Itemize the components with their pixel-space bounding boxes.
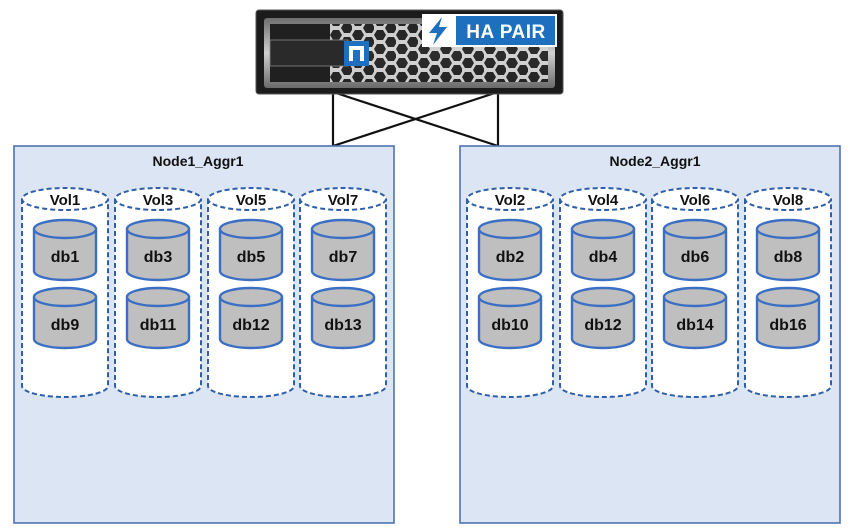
database-label: db8 [774, 249, 803, 266]
database-cylinder: db8 [755, 218, 821, 282]
database-label: db9 [51, 317, 80, 334]
storage-controller: HA PAIR [255, 9, 564, 95]
volume-label: Vol2 [495, 192, 526, 209]
database-cylinder: db12 [218, 286, 284, 350]
volume-cylinder: Vol5 db5 db12 [207, 187, 295, 398]
database-label: db10 [491, 317, 528, 334]
volume-label: Vol4 [588, 192, 619, 209]
connection-lines [331, 90, 500, 148]
database-cylinder: db2 [477, 218, 543, 282]
database-cylinder: db1 [32, 218, 98, 282]
database-label: db16 [769, 317, 806, 334]
database-cylinder: db6 [662, 218, 728, 282]
database-cylinder: db10 [477, 286, 543, 350]
lightning-bolt-icon [429, 17, 447, 45]
volume-label: Vol5 [236, 192, 267, 209]
database-cylinder: db7 [310, 218, 376, 282]
database-cylinder: db3 [125, 218, 191, 282]
volume-cylinder: Vol6 db6 db14 [651, 187, 739, 398]
volume-cylinder: Vol8 db8 db16 [744, 187, 832, 398]
database-label: db7 [329, 249, 358, 266]
database-label: db12 [584, 317, 621, 334]
database-label: db3 [144, 249, 173, 266]
ha-pair-badge: HA PAIR [422, 14, 557, 47]
database-label: db1 [51, 249, 80, 266]
database-label: db13 [324, 317, 361, 334]
database-label: db11 [140, 317, 177, 334]
database-cylinder: db11 [125, 286, 191, 350]
aggregate-title: Node1_Aggr1 [152, 153, 243, 169]
database-cylinder: db13 [310, 286, 376, 350]
database-label: db5 [237, 249, 266, 266]
database-label: db14 [676, 317, 713, 334]
volume-label: Vol6 [680, 192, 711, 209]
database-cylinder: db9 [32, 286, 98, 350]
database-cylinder: db12 [570, 286, 636, 350]
ha-pair-label: HA PAIR [466, 22, 546, 43]
volume-label: Vol1 [50, 192, 81, 209]
volume-label: Vol3 [143, 192, 174, 209]
connection-line [332, 90, 499, 148]
volume-cylinder: Vol7 db7 db13 [299, 187, 387, 398]
database-label: db4 [589, 249, 618, 266]
volume-cylinder: Vol1 db1 db9 [21, 187, 109, 398]
database-label: db2 [496, 249, 525, 266]
database-cylinder: db16 [755, 286, 821, 350]
database-cylinder: db5 [218, 218, 284, 282]
volume-label: Vol8 [773, 192, 804, 209]
netapp-logo-icon [344, 41, 369, 66]
volume-cylinder: Vol3 db3 db11 [114, 187, 202, 398]
database-cylinder: db14 [662, 286, 728, 350]
database-label: db12 [232, 317, 269, 334]
aggregate-title: Node2_Aggr1 [609, 153, 700, 169]
database-cylinder: db4 [570, 218, 636, 282]
volume-label: Vol7 [328, 192, 359, 209]
database-label: db6 [681, 249, 710, 266]
volume-cylinder: Vol2 db2 db10 [466, 187, 554, 398]
volume-cylinder: Vol4 db4 db12 [559, 187, 647, 398]
